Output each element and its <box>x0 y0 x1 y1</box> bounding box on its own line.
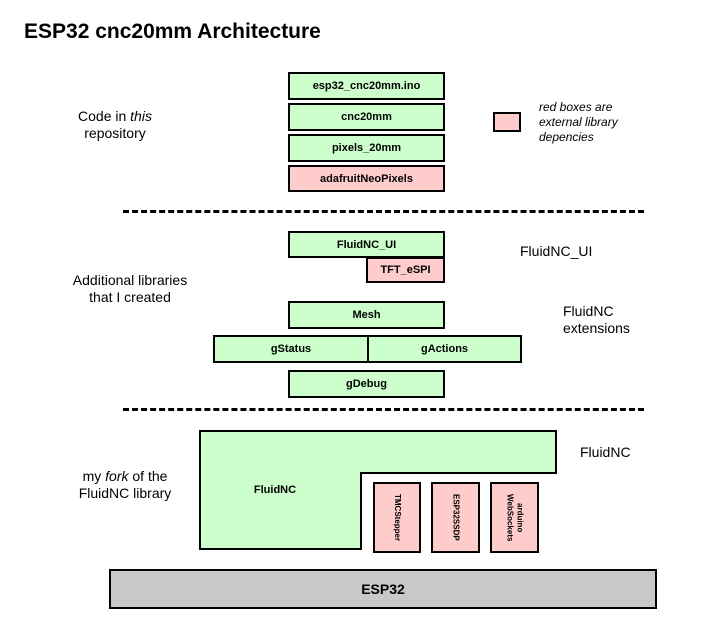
box-esp32: ESP32 <box>109 569 657 609</box>
box-esp32ssdp: ESP32SSDP <box>431 482 480 553</box>
box-adafruit-neopixels: adafruitNeoPixels <box>288 165 445 192</box>
separator-2 <box>123 408 644 411</box>
box-ino: esp32_cnc20mm.ino <box>288 72 445 100</box>
section-label-fork: my fork of the FluidNC library <box>50 468 200 502</box>
legend-swatch-red <box>493 112 521 132</box>
diagram-title: ESP32 cnc20mm Architecture <box>24 20 321 43</box>
group-label-fluidnc-ui: FluidNC_UI <box>520 243 593 259</box>
box-fluidnc: FluidNC <box>253 484 297 496</box>
section-label-fork-em: fork <box>105 468 129 484</box>
section-label-repo-line2: repository <box>84 125 146 141</box>
section-label-repo-em: this <box>130 108 152 124</box>
box-gstatus: gStatus <box>213 335 369 363</box>
box-gdebug: gDebug <box>288 370 445 398</box>
box-cnc20mm: cnc20mm <box>288 103 445 131</box>
section-label-fork-line2: FluidNC library <box>78 485 172 501</box>
fluidnc-shape <box>199 430 557 550</box>
box-tmcstepper-label: TMCStepper <box>393 493 402 542</box>
section-label-fork-post: of the <box>128 468 168 484</box>
box-tft-espi: TFT_eSPI <box>366 257 445 283</box>
box-pixels-20mm: pixels_20mm <box>288 134 445 162</box>
legend-line1: red boxes are <box>539 100 613 114</box>
legend-line3: depencies <box>539 130 594 144</box>
legend-line2: external library <box>539 115 618 129</box>
section-label-fork-pre: my <box>82 468 106 484</box>
box-arduino-websockets-label: arduino WebSockets <box>505 494 525 541</box>
box-mesh: Mesh <box>288 301 445 329</box>
group-label-extensions: FluidNC extensions <box>563 303 630 337</box>
section-label-repo-pre: Code in <box>78 108 131 124</box>
group-label-extensions-line1: FluidNC <box>563 303 614 319</box>
box-esp32ssdp-label: ESP32SSDP <box>451 494 461 541</box>
section-label-libs: Additional libraries that I created <box>40 272 220 306</box>
group-label-extensions-line2: extensions <box>563 320 630 336</box>
box-arduino-websockets-line2: WebSockets <box>505 493 515 542</box>
box-arduino-websockets: arduino WebSockets <box>490 482 539 553</box>
legend-text: red boxes are external library depencies <box>539 100 618 145</box>
box-gactions: gActions <box>367 335 522 363</box>
box-tmcstepper: TMCStepper <box>373 482 421 553</box>
box-fluidnc-ui: FluidNC_UI <box>288 231 445 258</box>
section-label-libs-line2: that I created <box>89 289 171 305</box>
box-arduino-websockets-line1: arduino <box>515 502 525 533</box>
group-label-fluidnc: FluidNC <box>580 444 631 460</box>
separator-1 <box>123 210 644 213</box>
section-label-libs-line1: Additional libraries <box>72 272 188 288</box>
section-label-repo: Code in this repository <box>60 108 170 142</box>
